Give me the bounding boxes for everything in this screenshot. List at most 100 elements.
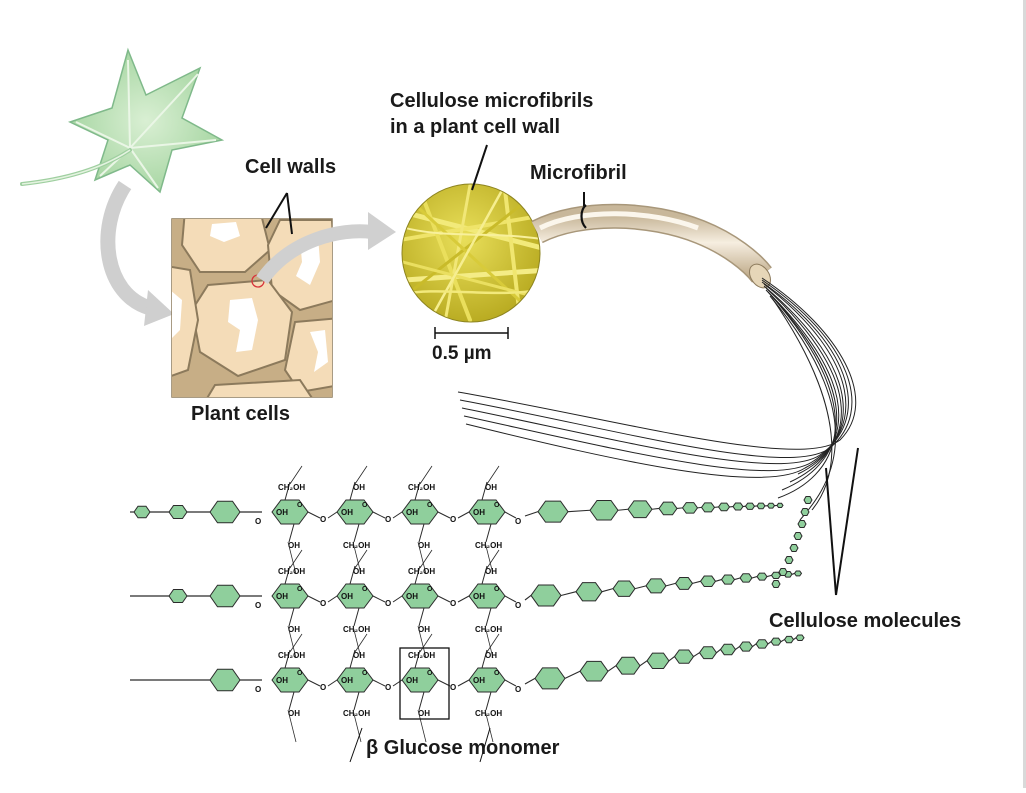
ring-oh: OH — [406, 676, 418, 685]
glycosidic-oxygen: O — [515, 517, 521, 526]
cellulose-molecules-label: Cellulose molecules — [769, 610, 961, 633]
plant-cells-label: Plant cells — [191, 403, 290, 426]
ring-ch2oh: CH₂OH — [475, 625, 502, 634]
tail-glucose-ring — [771, 638, 781, 645]
micrograph-title-line2: in a plant cell wall — [390, 116, 560, 139]
scale-bar-label: 0.5 µm — [432, 343, 492, 365]
tail-glucose-ring — [746, 503, 755, 509]
glycosidic-oxygen: O — [320, 683, 326, 692]
ring-oxygen: O — [297, 586, 303, 593]
ring-oh: OH — [485, 651, 497, 660]
ring-oh: OH — [353, 483, 365, 492]
leaf-to-cells-arrow — [108, 185, 174, 326]
glycosidic-oxygen: O — [320, 599, 326, 608]
glycosidic-oxygen: O — [515, 601, 521, 610]
ring-oxygen: O — [297, 670, 303, 677]
side-glucose-ring — [790, 545, 798, 552]
micrograph-title-line1: Cellulose microfibrils — [390, 90, 593, 113]
tail-glucose-ring — [740, 574, 752, 582]
tail-glucose-ring — [576, 583, 602, 601]
ring-oh: OH — [485, 567, 497, 576]
side-glucose-ring — [794, 533, 802, 540]
tail-glucose-ring — [659, 502, 677, 515]
tail-glucose-ring — [740, 642, 753, 651]
glycosidic-oxygen: O — [515, 685, 521, 694]
tail-glucose-ring — [702, 503, 715, 512]
glycosidic-oxygen: O — [450, 599, 456, 608]
tail-glucose-ring — [722, 575, 735, 584]
ring-oxygen: O — [494, 586, 500, 593]
cell-walls-label: Cell walls — [245, 156, 336, 179]
glycosidic-oxygen: O — [385, 515, 391, 524]
ring-ch2oh: CH₂OH — [475, 541, 502, 550]
ring-oh: OH — [276, 508, 288, 517]
side-glucose-ring — [801, 509, 809, 516]
tail-glucose-ring — [646, 579, 666, 593]
beta-glucose-monomer-label: β Glucose monomer — [366, 737, 559, 760]
side-glucose-ring — [804, 497, 812, 504]
glycosidic-oxygen: O — [450, 515, 456, 524]
cellulose-strands — [458, 278, 856, 520]
side-glucose-ring — [798, 521, 806, 528]
ring-oxygen: O — [427, 502, 433, 509]
tail-glucose-ring — [590, 500, 618, 520]
tail-glucose-ring — [757, 503, 765, 509]
ring-ch2oh: CH₂OH — [278, 483, 305, 492]
tail-glucose-ring — [777, 503, 783, 507]
tail-glucose-ring — [628, 501, 652, 518]
scale-bar — [435, 327, 508, 339]
ring-oh: OH — [276, 676, 288, 685]
ring-oxygen: O — [494, 502, 500, 509]
microfibril-tube — [537, 192, 775, 292]
ring-oh: OH — [406, 508, 418, 517]
glycosidic-oxygen: O — [255, 517, 261, 526]
tail-glucose-ring — [538, 501, 568, 522]
micrograph-label-pointer — [472, 145, 487, 190]
microfibril-micrograph — [395, 184, 550, 322]
ring-oh: OH — [353, 567, 365, 576]
ring-oh: OH — [353, 651, 365, 660]
glycosidic-oxygen: O — [385, 599, 391, 608]
glycosidic-oxygen: O — [450, 683, 456, 692]
left-glucose-ring — [210, 669, 240, 691]
ring-oh: OH — [406, 592, 418, 601]
ring-oh: OH — [473, 508, 485, 517]
glycosidic-oxygen: O — [320, 515, 326, 524]
glycosidic-oxygen: O — [385, 683, 391, 692]
ring-oh: OH — [341, 676, 353, 685]
ring-oh: OH — [485, 483, 497, 492]
left-glucose-ring — [169, 590, 187, 603]
leaf-illustration — [22, 50, 222, 192]
ring-oxygen: O — [362, 586, 368, 593]
tail-glucose-ring — [613, 581, 635, 596]
ring-ch2oh: CH₂OH — [278, 651, 305, 660]
left-glucose-ring — [210, 501, 240, 523]
ring-oxygen: O — [494, 670, 500, 677]
tail-glucose-ring — [531, 585, 561, 606]
tail-glucose-ring — [756, 640, 768, 648]
microfibril-label: Microfibril — [530, 162, 627, 185]
side-glucose-ring — [785, 557, 793, 564]
tail-glucose-ring — [796, 635, 804, 641]
tail-glucose-ring — [757, 573, 767, 580]
tail-glucose-ring — [719, 503, 730, 511]
ring-oxygen: O — [362, 502, 368, 509]
ring-ch2oh: CH₂OH — [408, 483, 435, 492]
ring-ch2oh: CH₂OH — [475, 709, 502, 718]
left-glucose-ring — [134, 506, 150, 518]
tail-glucose-ring — [701, 576, 716, 587]
ring-oxygen: O — [297, 502, 303, 509]
tail-glucose-ring — [733, 503, 743, 510]
ring-oh: OH — [341, 592, 353, 601]
tail-glucose-ring — [700, 647, 717, 659]
ring-ch2oh: CH₂OH — [278, 567, 305, 576]
ring-oh: OH — [473, 592, 485, 601]
glycosidic-oxygen: O — [255, 601, 261, 610]
ring-oxygen: O — [427, 586, 433, 593]
tail-glucose-ring — [676, 577, 693, 589]
tail-glucose-ring — [675, 650, 694, 663]
ring-oh: OH — [276, 592, 288, 601]
tail-glucose-ring — [683, 503, 698, 514]
tail-glucose-ring — [785, 636, 794, 642]
ring-oxygen: O — [362, 670, 368, 677]
